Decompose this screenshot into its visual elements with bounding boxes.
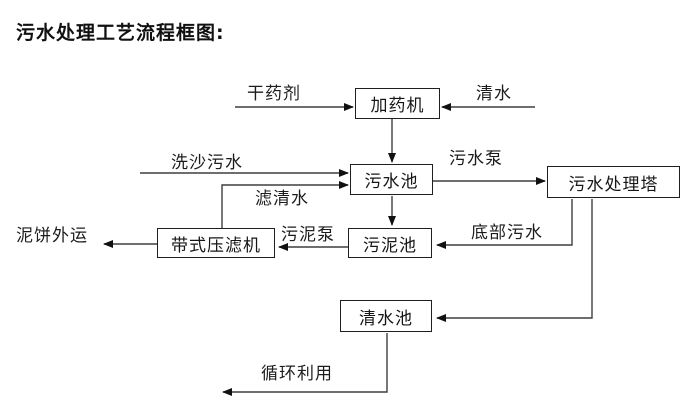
arrow-filtered-water-to-sewage-pool [221,181,349,228]
arrow-tower-to-clean-pool [436,199,593,322]
node-sewage-pool: 污水池 [350,164,433,195]
arrow-bottom-sewage-to-sludge-pool [436,199,573,249]
label-sand-washing-sewage: 洗沙污水 [171,153,243,173]
node-dosing-machine: 加药机 [355,88,440,119]
label-recycle-use: 循环利用 [261,364,333,384]
label-sewage-pump: 污水泵 [449,149,503,169]
node-sewage-treatment-tower: 污水处理塔 [547,166,680,198]
label-bottom-sewage: 底部污水 [471,223,543,243]
label-dry-agent: 干药剂 [247,84,301,104]
label-mud-cake-transport: 泥饼外运 [16,226,88,246]
node-clean-water-pool: 清水池 [340,300,432,332]
arrow-clean-pool-to-recycle [222,333,388,396]
label-clean-water: 清水 [476,84,512,104]
node-belt-filter-press: 带式压滤机 [157,228,275,258]
label-sludge-pump: 污泥泵 [281,225,335,245]
page-title: 污水处理工艺流程框图: [16,22,225,44]
label-filtered-water: 滤清水 [255,189,309,209]
node-sludge-pool: 污泥池 [348,228,432,258]
